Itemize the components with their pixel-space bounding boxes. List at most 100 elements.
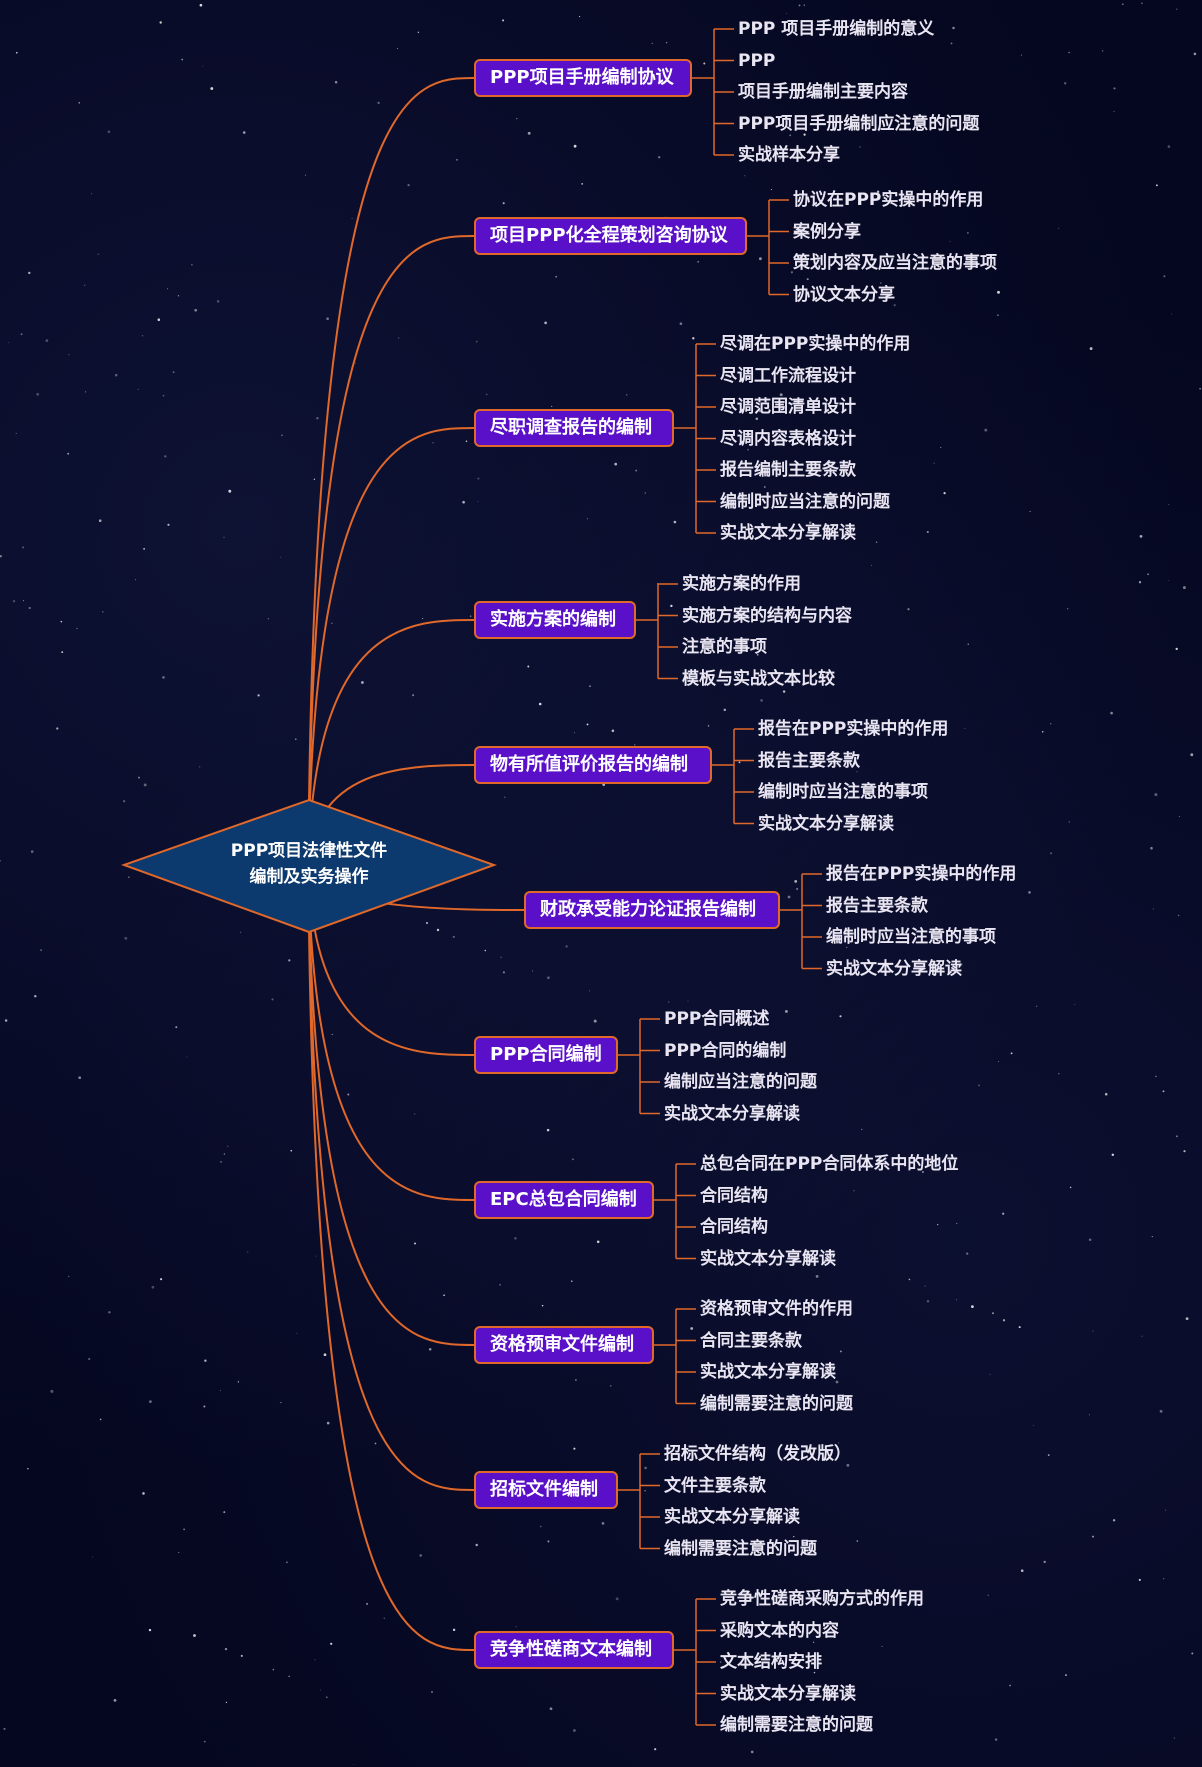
leaf-item[interactable]: 编制需要注意的问题 bbox=[664, 1538, 817, 1559]
root-node[interactable]: PPP项目法律性文件 编制及实务操作 bbox=[124, 838, 494, 890]
leaf-item[interactable]: 报告主要条款 bbox=[758, 750, 860, 771]
branch-node[interactable]: EPC总包合同编制 bbox=[474, 1181, 654, 1219]
star bbox=[1110, 711, 1113, 715]
branch-node[interactable]: 物有所值评价报告的编制 bbox=[474, 746, 712, 784]
leaf-item[interactable]: 实施方案的结构与内容 bbox=[682, 605, 852, 626]
leaf-item[interactable]: 资格预审文件的作用 bbox=[700, 1299, 853, 1319]
leaf-item[interactable]: 合同结构 bbox=[700, 1217, 768, 1237]
star bbox=[1147, 573, 1149, 576]
connector-line bbox=[308, 235, 475, 816]
leaf-item[interactable]: 尽调工作流程设计 bbox=[720, 365, 856, 386]
leaf-item[interactable]: 文件主要条款 bbox=[664, 1475, 766, 1496]
leaf-item[interactable]: 编制时应当注意的事项 bbox=[826, 927, 996, 947]
star bbox=[1121, 3, 1124, 6]
leaf-item[interactable]: 实战文本分享解读 bbox=[720, 523, 856, 543]
leaf-item[interactable]: PPP合同的编制 bbox=[664, 1040, 787, 1061]
branch-node[interactable]: PPP合同编制 bbox=[474, 1036, 618, 1074]
leaf-item[interactable]: 合同结构 bbox=[700, 1185, 768, 1206]
leaf-item[interactable]: 注意的事项 bbox=[682, 637, 767, 657]
star bbox=[92, 1556, 94, 1558]
leaf-item[interactable]: 实战样本分享 bbox=[738, 145, 840, 165]
leaf-item[interactable]: 报告主要条款 bbox=[826, 895, 928, 916]
star bbox=[1035, 1005, 1038, 1008]
star bbox=[1065, 1674, 1067, 1676]
star bbox=[532, 970, 534, 972]
leaf-item[interactable]: 实战文本分享解读 bbox=[720, 1683, 856, 1704]
leaf-item[interactable]: 编制时应当注意的问题 bbox=[720, 491, 890, 512]
leaf-item[interactable]: 编制需要注意的问题 bbox=[720, 1715, 873, 1735]
leaf-item[interactable]: 协议在PPP实操中的作用 bbox=[793, 190, 984, 210]
star bbox=[223, 536, 225, 538]
leaf-item[interactable]: 文本结构安排 bbox=[720, 1652, 822, 1672]
star bbox=[325, 1696, 328, 1699]
leaf-item[interactable]: 策划内容及应当注意的事项 bbox=[793, 253, 997, 273]
star bbox=[527, 665, 530, 668]
star bbox=[178, 1551, 180, 1554]
star bbox=[1113, 87, 1116, 90]
leaf-item[interactable]: 报告在PPP实操中的作用 bbox=[758, 719, 949, 739]
star bbox=[808, 521, 812, 524]
star bbox=[290, 1149, 293, 1152]
star bbox=[34, 995, 37, 998]
leaf-item[interactable]: 实战文本分享解读 bbox=[664, 1507, 800, 1527]
leaf-item[interactable]: 编制时应当注意的事项 bbox=[758, 782, 928, 802]
star bbox=[998, 1061, 1000, 1063]
star bbox=[1167, 145, 1171, 148]
star bbox=[750, 1750, 754, 1754]
branch-node[interactable]: 尽职调查报告的编制 bbox=[474, 409, 674, 447]
star bbox=[989, 1373, 991, 1375]
leaf-item[interactable]: PPP项目手册编制应注意的问题 bbox=[738, 113, 980, 134]
leaf-item[interactable]: 协议文本分享 bbox=[793, 284, 895, 305]
leaf-item[interactable]: 编制应当注意的问题 bbox=[664, 1072, 817, 1092]
leaf-item[interactable]: 模板与实战文本比较 bbox=[682, 668, 835, 689]
branch-node[interactable]: PPP项目手册编制协议 bbox=[474, 59, 692, 97]
branch-node[interactable]: 项目PPP化全程策划咨询协议 bbox=[474, 217, 747, 255]
star bbox=[581, 182, 584, 185]
leaf-item[interactable]: 尽调范围清单设计 bbox=[720, 397, 856, 417]
star bbox=[893, 304, 896, 307]
star bbox=[239, 931, 242, 934]
star bbox=[1032, 1424, 1034, 1426]
branch-node[interactable]: 招标文件编制 bbox=[474, 1471, 618, 1509]
leaf-item[interactable]: 案例分享 bbox=[793, 221, 861, 242]
branch-node[interactable]: 资格预审文件编制 bbox=[474, 1326, 654, 1364]
branch-node[interactable]: 竞争性磋商文本编制 bbox=[474, 1631, 674, 1669]
branch-node[interactable]: 财政承受能力论证报告编制 bbox=[524, 891, 780, 929]
star bbox=[1020, 1569, 1024, 1572]
star bbox=[141, 334, 144, 337]
star bbox=[835, 1380, 839, 1384]
leaf-item[interactable]: 实战文本分享解读 bbox=[700, 1248, 836, 1269]
star bbox=[475, 1543, 478, 1547]
leaf-item[interactable]: 实施方案的作用 bbox=[682, 574, 801, 594]
leaf-item[interactable]: 实战文本分享解读 bbox=[700, 1362, 836, 1382]
leaf-item[interactable]: 报告在PPP实操中的作用 bbox=[826, 864, 1017, 884]
leaf-item[interactable]: PPP 项目手册编制的意义 bbox=[738, 19, 935, 39]
leaf-item[interactable]: PPP bbox=[738, 50, 776, 71]
leaf-item[interactable]: 报告编制主要条款 bbox=[720, 460, 856, 480]
star bbox=[1002, 1212, 1005, 1215]
leaf-item[interactable]: 招标文件结构（发改版） bbox=[664, 1444, 851, 1464]
leaf-item[interactable]: 尽调在PPP实操中的作用 bbox=[720, 334, 911, 354]
star bbox=[194, 308, 198, 312]
star bbox=[793, 1535, 795, 1538]
leaf-item[interactable]: 竞争性磋商采购方式的作用 bbox=[720, 1589, 924, 1609]
leaf-item[interactable]: 总包合同在PPP合同体系中的地位 bbox=[700, 1154, 959, 1174]
leaf-item[interactable]: 项目手册编制主要内容 bbox=[738, 82, 908, 102]
branch-node[interactable]: 实施方案的编制 bbox=[474, 601, 636, 639]
leaf-item[interactable]: 实战文本分享解读 bbox=[664, 1103, 800, 1124]
star bbox=[485, 393, 488, 396]
star bbox=[565, 945, 568, 948]
leaf-item[interactable]: 编制需要注意的问题 bbox=[700, 1393, 853, 1414]
star bbox=[690, 1327, 694, 1330]
leaf-item[interactable]: 尽调内容表格设计 bbox=[720, 428, 856, 449]
leaf-item[interactable]: 采购文本的内容 bbox=[720, 1620, 839, 1641]
star bbox=[547, 1540, 550, 1543]
leaf-item[interactable]: 合同主要条款 bbox=[700, 1330, 802, 1351]
star bbox=[127, 876, 130, 879]
star bbox=[1168, 580, 1170, 582]
leaf-item[interactable]: 实战文本分享解读 bbox=[826, 958, 962, 979]
leaf-item[interactable]: 实战文本分享解读 bbox=[758, 813, 894, 834]
star bbox=[351, 217, 353, 220]
star bbox=[720, 1661, 722, 1663]
leaf-item[interactable]: PPP合同概述 bbox=[664, 1009, 770, 1029]
